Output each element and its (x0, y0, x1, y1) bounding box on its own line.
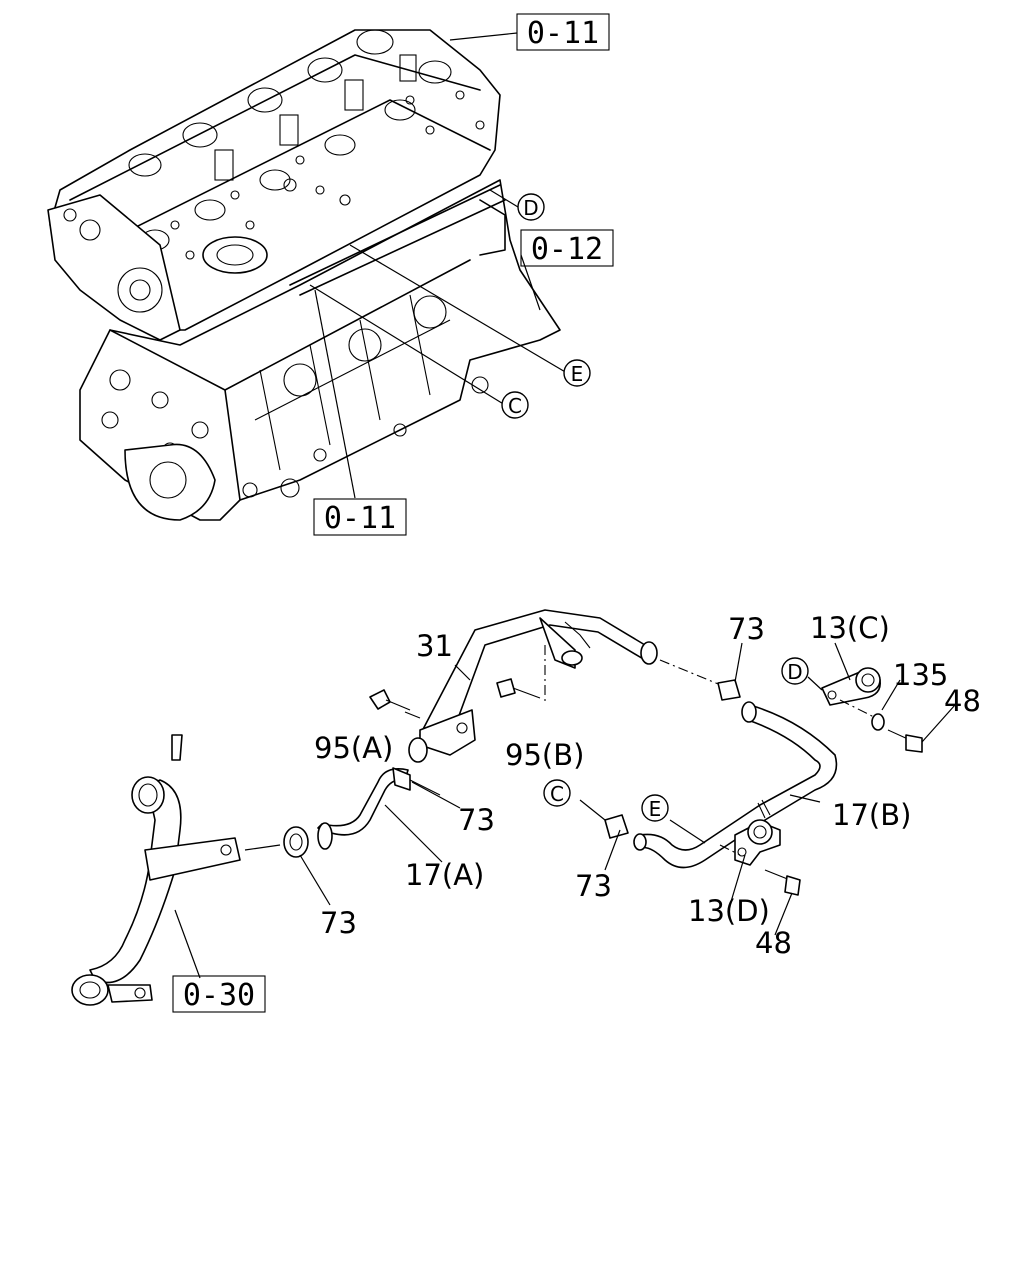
marker-e-pipe: E (641, 794, 669, 822)
svg-text:D: D (787, 660, 802, 684)
ref-box-0-11-top: 0-11 (516, 13, 610, 51)
svg-text:C: C (508, 394, 522, 418)
marker-c-pipe: C (543, 779, 571, 807)
svg-text:0-30: 0-30 (183, 978, 255, 1013)
marker-e-engine: E (563, 359, 591, 387)
svg-text:E: E (571, 362, 584, 386)
label-73-hose: 73 (458, 803, 495, 837)
label-95a: 95(A) (314, 731, 393, 765)
label-13c: 13(C) (810, 611, 890, 645)
label-17a: 17(A) (405, 858, 484, 892)
pipe-assembly-illustration (71, 609, 923, 1006)
marker-d-engine: D (517, 193, 545, 221)
engine-block-illustration (47, 29, 561, 521)
svg-text:E: E (649, 797, 662, 821)
svg-text:0-11: 0-11 (527, 16, 599, 51)
svg-text:0-11: 0-11 (324, 501, 396, 536)
ref-box-0-30: 0-30 (172, 975, 266, 1013)
label-31: 31 (416, 629, 453, 663)
engine-leader-lines (309, 32, 568, 499)
pipe-leader-lines (174, 642, 956, 979)
marker-c-engine: C (501, 391, 529, 419)
ref-box-0-11-bottom: 0-11 (313, 498, 407, 536)
label-17b: 17(B) (832, 798, 911, 832)
svg-text:D: D (523, 196, 538, 220)
marker-d-pipe: D (781, 657, 809, 685)
label-135: 135 (893, 658, 948, 692)
label-13d: 13(D) (688, 894, 770, 928)
label-95b: 95(B) (505, 738, 584, 772)
svg-text:C: C (550, 782, 564, 806)
label-48-top: 48 (944, 684, 981, 718)
label-73-lower: 73 (320, 906, 357, 940)
label-73-pipe: 73 (575, 869, 612, 903)
label-73-top: 73 (728, 612, 765, 646)
label-48-bottom: 48 (755, 926, 792, 960)
svg-text:0-12: 0-12 (531, 232, 603, 267)
ref-box-0-12: 0-12 (520, 229, 614, 267)
